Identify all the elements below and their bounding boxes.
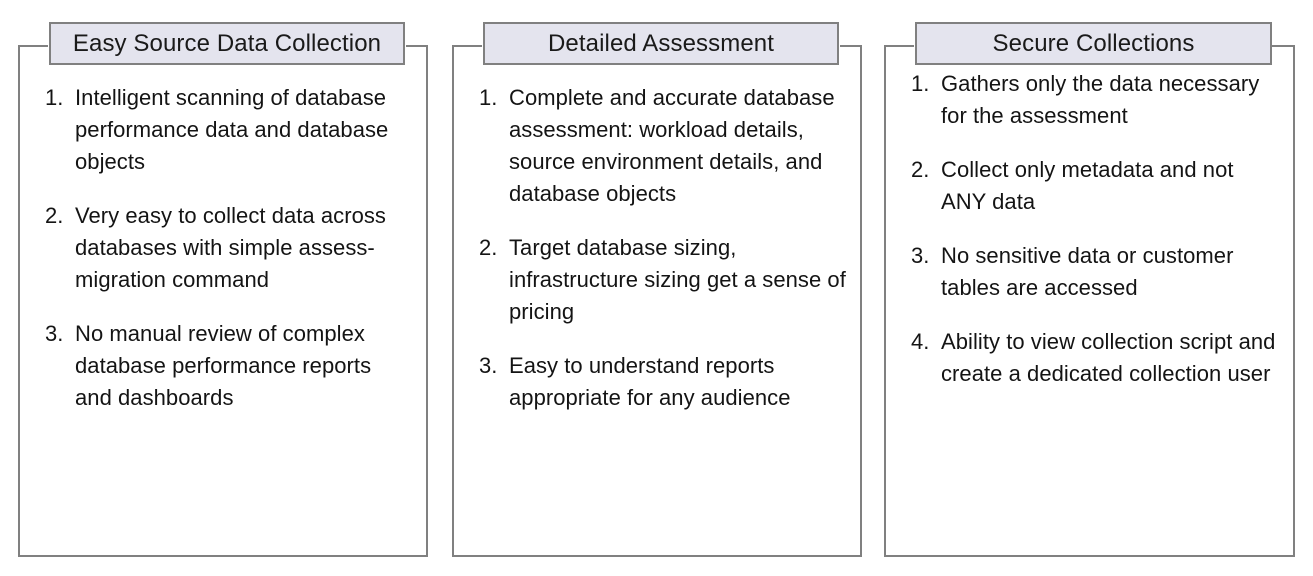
list-item-number: 2. [911, 157, 930, 182]
list-item: 2. Collect only metadata and not ANY dat… [886, 154, 1293, 218]
list-item-text: Easy to understand reports appropriate f… [509, 353, 791, 410]
card-list: 1. Intelligent scanning of database perf… [20, 82, 426, 414]
list-item-text: No sensitive data or customer tables are… [941, 243, 1234, 300]
list-item-number: 1. [479, 85, 498, 110]
list-item: 1. Intelligent scanning of database perf… [20, 82, 426, 178]
list-item-number: 2. [45, 203, 64, 228]
list-item-text: Very easy to collect data across databas… [75, 203, 386, 292]
card-list: 1. Gathers only the data necessary for t… [886, 68, 1293, 390]
card-title: Detailed Assessment [547, 29, 774, 57]
card-header: Secure Collections [915, 22, 1272, 65]
list-item: 1. Gathers only the data necessary for t… [886, 68, 1293, 132]
card-header: Easy Source Data Collection [49, 22, 405, 65]
list-item: 3. Easy to understand reports appropriat… [454, 350, 860, 414]
list-item-number: 4. [911, 329, 930, 354]
list-item: 3. No manual review of complex database … [20, 318, 426, 414]
list-item-text: Complete and accurate database assessmen… [509, 85, 835, 206]
card-easy-source-data-collection: Easy Source Data Collection 1. Intellige… [18, 22, 428, 557]
list-item-text: Intelligent scanning of database perform… [75, 85, 389, 174]
list-item: 2. Very easy to collect data across data… [20, 200, 426, 296]
card-detailed-assessment: Detailed Assessment 1. Complete and accu… [452, 22, 862, 557]
list-item-number: 3. [479, 353, 498, 378]
card-header: Detailed Assessment [483, 22, 839, 65]
list-item-text: Gathers only the data necessary for the … [941, 71, 1260, 128]
list-item: 4. Ability to view collection script and… [886, 326, 1293, 390]
list-item-text: No manual review of complex database per… [75, 321, 372, 410]
card-list: 1. Complete and accurate database assess… [454, 82, 860, 414]
card-secure-collections: Secure Collections 1. Gathers only the d… [884, 22, 1295, 557]
list-item-text: Target database sizing, infrastructure s… [509, 235, 846, 324]
list-item-number: 3. [45, 321, 64, 346]
list-item-number: 1. [45, 85, 64, 110]
list-item-number: 3. [911, 243, 930, 268]
list-item-number: 1. [911, 71, 930, 96]
list-item: 2. Target database sizing, infrastructur… [454, 232, 860, 328]
list-item-text: Ability to view collection script and cr… [941, 329, 1276, 386]
list-item: 3. No sensitive data or customer tables … [886, 240, 1293, 304]
list-item: 1. Complete and accurate database assess… [454, 82, 860, 210]
card-title: Secure Collections [992, 29, 1195, 57]
list-item-text: Collect only metadata and not ANY data [941, 157, 1234, 214]
list-item-number: 2. [479, 235, 498, 260]
card-title: Easy Source Data Collection [72, 29, 382, 57]
